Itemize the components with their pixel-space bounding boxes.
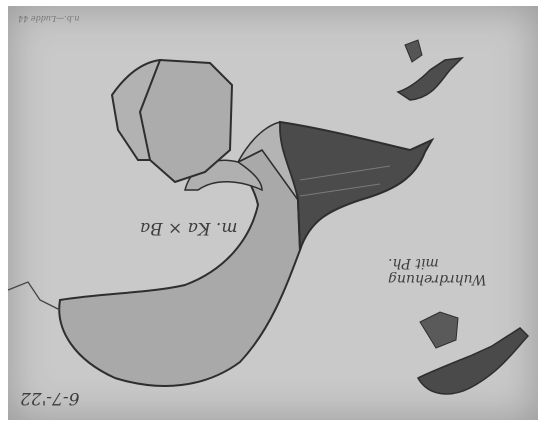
side-label: Wuhrdrehung mit Ph.	[388, 255, 487, 287]
small-specimen-bottom-head	[420, 312, 458, 348]
small-specimen-top-head	[405, 40, 422, 62]
large-light-shape	[59, 148, 300, 386]
date-label: 6-7-'22	[20, 388, 79, 408]
dark-tail-shape	[280, 122, 432, 250]
side-label-line2: mit Ph.	[388, 255, 487, 271]
small-specimen-top	[398, 58, 462, 100]
main-label: m. Ka × Ba	[140, 218, 237, 238]
side-label-line1: Wuhrdrehung	[388, 271, 487, 287]
corner-note: n.b.—Ludde 44	[18, 14, 80, 23]
